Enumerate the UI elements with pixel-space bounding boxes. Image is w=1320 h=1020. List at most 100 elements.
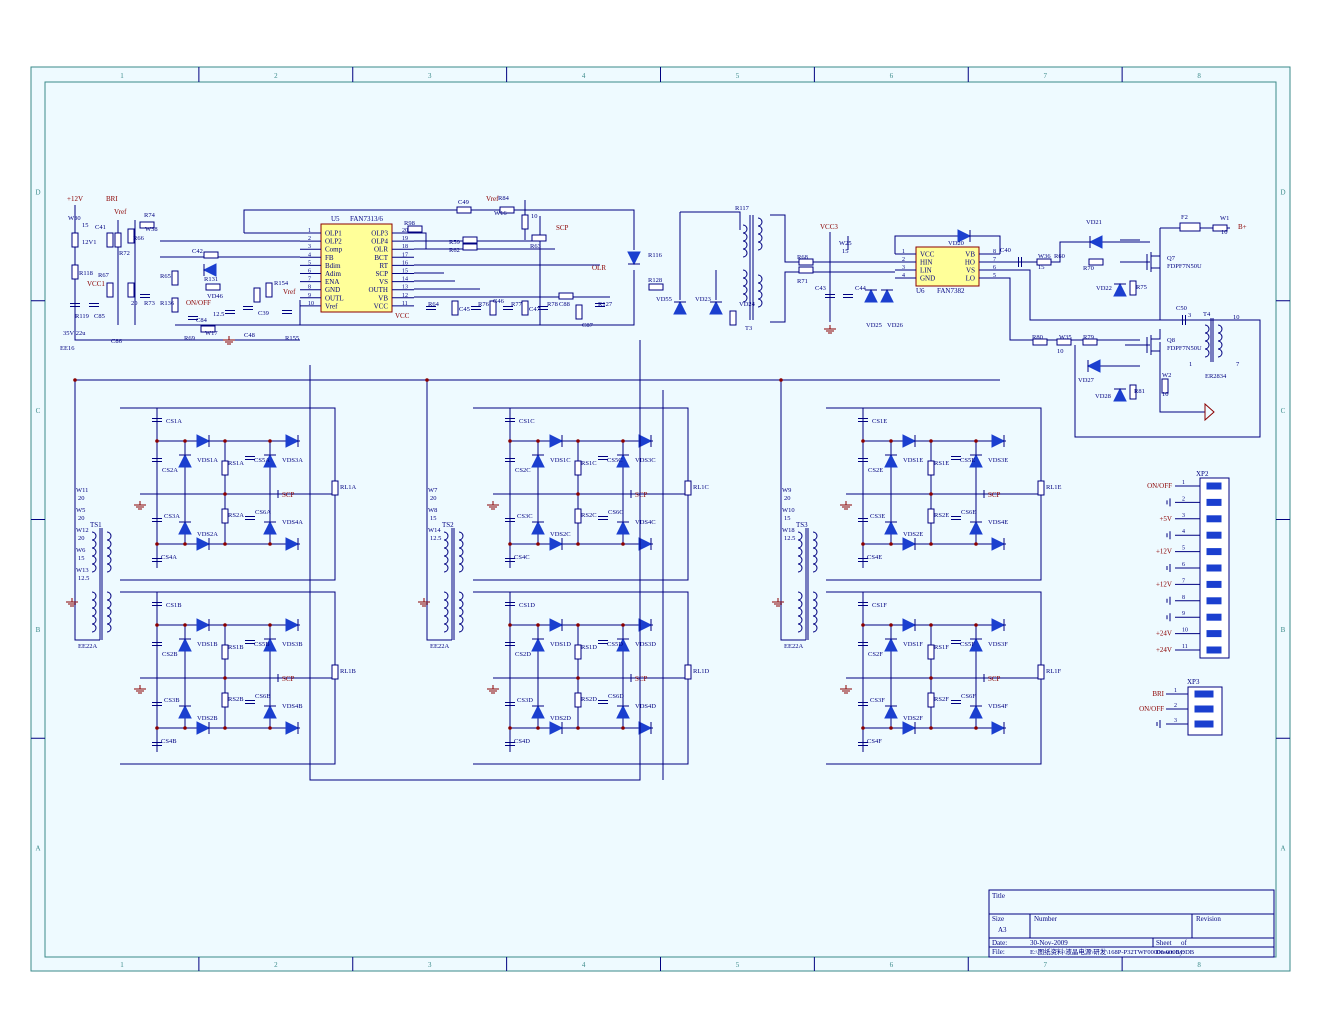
part-label: C43 (815, 285, 826, 292)
part-label: VDS4D (635, 703, 656, 710)
junction-dot (974, 726, 978, 730)
capacitor-cs1d (505, 602, 515, 606)
diode-body (969, 520, 983, 535)
ground-icon (134, 501, 146, 510)
connector-xp2-pin: 7+12V (1156, 578, 1222, 588)
part-label: R59 (449, 239, 460, 246)
ic-u6-pin-name: LO (966, 275, 975, 283)
part-label: C88 (559, 301, 570, 308)
zone-col-top-2: 2 (274, 72, 278, 80)
part-label: VD27 (1078, 377, 1095, 384)
zone-col-bottom-4: 4 (582, 961, 586, 969)
junction-dot (621, 439, 625, 443)
junction-dot (929, 676, 933, 680)
diode-vertical (531, 704, 545, 719)
net-label-onoff: ON/OFF (186, 299, 211, 307)
zone-row-left-D: D (35, 188, 40, 196)
diode-body (531, 453, 545, 468)
ic-u6-pin-num: 4 (902, 273, 905, 279)
wire-jumper-value: 20 (430, 495, 437, 502)
part-label: R66 (133, 235, 145, 242)
part-label: 1 (1189, 361, 1192, 368)
resistor-r77 (489, 300, 497, 316)
diode-body (178, 520, 192, 535)
part-label: C48 (244, 332, 255, 339)
inverter-block-c: CS1CCS2CCS3CCS4CVDS1CVDS2CVDS3CVDS4CRS1C… (473, 407, 709, 581)
part-label: W36 (1038, 253, 1051, 260)
part-label: VD23 (695, 296, 711, 303)
capacitor-cs1a (152, 418, 162, 422)
capacitor-c45 (426, 306, 436, 310)
capacitor-cs6d (598, 700, 608, 704)
diode-vertical (178, 704, 192, 719)
diode-body (263, 637, 277, 652)
diode-body (991, 618, 1006, 632)
part-label: R118 (79, 270, 93, 277)
junction-dot (223, 726, 227, 730)
sheet-label: Sheet (1156, 939, 1172, 947)
part-label: RS1B (228, 644, 244, 651)
net-label-bri: BRI (106, 195, 118, 203)
junction-dot (621, 542, 625, 546)
part-label: VD28 (1095, 393, 1111, 400)
part-label: ER2834 (1205, 373, 1227, 380)
net-label-vcc1: VCC1 (87, 280, 105, 288)
ic-u5-pin-num: 13 (402, 285, 408, 291)
wire (1000, 277, 1140, 341)
connector-pin-contact (1206, 630, 1222, 638)
part-label: Q7 (1167, 255, 1176, 262)
connector-pin-contact (1206, 580, 1222, 588)
wire-jumper-value: 20 (78, 515, 85, 522)
resistor-r59 (407, 225, 423, 233)
transformer-ref: TS3 (796, 521, 808, 529)
junction-dot (576, 492, 580, 496)
capacitor-c86 (89, 303, 99, 307)
capacitor-cs6f (951, 700, 961, 704)
resistor-r131 (171, 297, 179, 313)
part-label: 7 (1236, 361, 1240, 368)
part-label: VDS1E (903, 457, 923, 464)
diode-vertical (531, 520, 545, 535)
diode-body (627, 251, 641, 266)
capacitor-c48 (225, 310, 235, 314)
zone-row-right-D: D (1280, 188, 1285, 196)
part-label: R73 (144, 300, 155, 307)
diode-vds2b (196, 721, 211, 735)
junction-dot (183, 542, 187, 546)
winding-path (742, 269, 748, 303)
capacitor-cs3e (858, 518, 868, 522)
junction-dot (576, 676, 580, 680)
file-label: File: (992, 948, 1005, 956)
size-value: A3 (998, 926, 1007, 934)
diode-body (616, 453, 630, 468)
winding-path (106, 531, 112, 573)
diode-body (884, 453, 898, 468)
part-label: VDS2A (197, 531, 218, 538)
junction-dot (576, 623, 580, 627)
part-label: CS3E (870, 513, 885, 520)
diode-body (285, 537, 300, 551)
resistor-rl1c (684, 480, 692, 496)
net-label-vcc3: VCC3 (820, 223, 838, 231)
zone-col-bottom-2: 2 (274, 961, 278, 969)
diode-vds3d (638, 618, 653, 632)
diode-body (638, 434, 653, 448)
ic-u5-pin-name: SCP (376, 270, 389, 278)
resistor-rs2c (574, 508, 582, 524)
part-label: RS2D (581, 696, 597, 703)
part-label: CS3D (517, 697, 533, 704)
junction-dot (576, 726, 580, 730)
part-label: R63 (530, 243, 541, 250)
junction-dot (268, 726, 272, 730)
part-label: RS2A (228, 512, 244, 519)
connector-xp2-pin: 1ON/OFF (1147, 480, 1222, 490)
ic-u5-pin-num: 6 (308, 269, 311, 275)
zone-row-left-C: C (36, 407, 41, 415)
resistor-w36 (1036, 258, 1052, 266)
diode-body (285, 434, 300, 448)
diode-body (957, 229, 972, 243)
part-label: W2 (1162, 372, 1171, 379)
number-label: Number (1034, 915, 1058, 923)
